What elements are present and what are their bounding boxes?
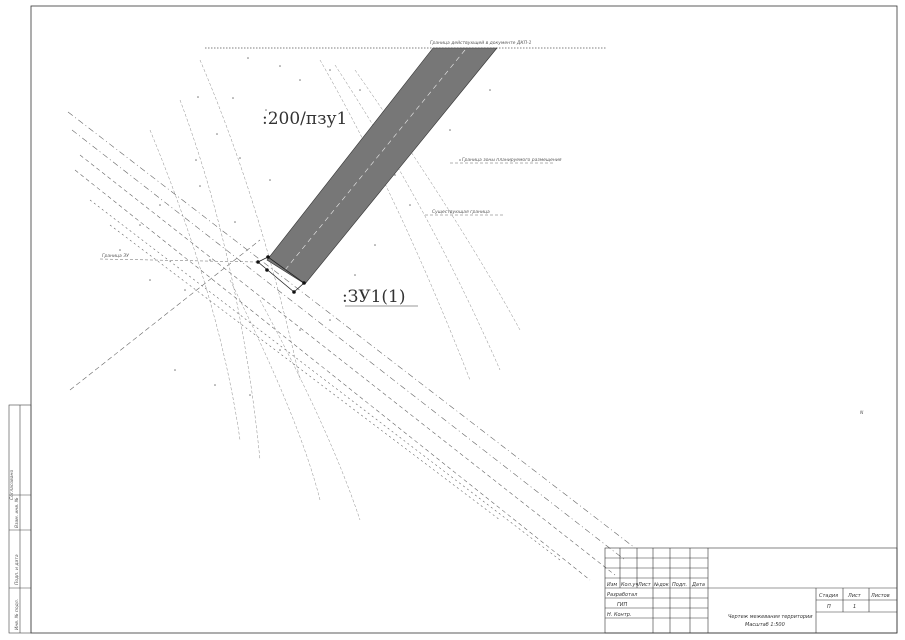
tb-drawing-title: Чертеж межевания территории — [728, 614, 813, 620]
right-note-1: Граница зоны планируемого размещения — [462, 157, 562, 163]
stamp-inv: Инв. № подл. — [14, 599, 20, 630]
tb-col-date: Дата — [691, 582, 705, 588]
contour-lines — [149, 59, 521, 521]
tb-sheets-header: Листов — [870, 593, 890, 599]
north-mark: N — [860, 410, 864, 416]
left-leader — [99, 258, 257, 263]
tb-col-podp: Подп. — [672, 582, 687, 588]
tb-col-ndoc: №док — [653, 582, 669, 588]
corridor-lines — [67, 111, 636, 581]
parcel-main-label: :200/пзу1 — [262, 109, 347, 129]
stamp-sign-date: Подп. и дата — [14, 554, 20, 585]
tb-norm-control: Н. Контр. — [607, 612, 632, 618]
tb-stage-header: Стадия — [819, 593, 838, 599]
title-block-headers: Изм Кол.уч Лист №док Подп. Дата — [607, 582, 705, 588]
tb-col-list: Лист — [637, 582, 652, 588]
parcel-strip — [266, 47, 498, 285]
stamp-agreed: Согласовано — [9, 470, 15, 500]
left-note: Граница ЗУ — [102, 253, 129, 259]
tb-sheet-value: 1 — [853, 604, 856, 610]
top-note: Граница действующей в документе ДКП-1 — [430, 40, 532, 46]
parcel-vertices — [256, 255, 306, 294]
title-block — [604, 547, 898, 634]
sheet-frame — [30, 5, 898, 634]
parcel-secondary-label: :ЗУ1(1) — [342, 287, 406, 307]
tb-drawing-scale: Масштаб 1:500 — [745, 622, 785, 628]
tb-stage-value: П — [827, 604, 831, 610]
right-note-2: Существующая граница — [432, 209, 490, 215]
tb-checked: ГИП — [617, 602, 628, 608]
side-stamp — [8, 404, 32, 634]
tb-sheet-header: Лист — [847, 593, 862, 599]
tb-col-izm: Изм — [607, 582, 617, 588]
stamp-replaces: Взам. инв. № — [14, 497, 20, 528]
tb-col-kol: Кол.уч — [621, 582, 638, 588]
survey-points — [119, 57, 491, 396]
parcel-centerline — [284, 49, 466, 271]
tb-developed: Разработал — [607, 592, 638, 598]
